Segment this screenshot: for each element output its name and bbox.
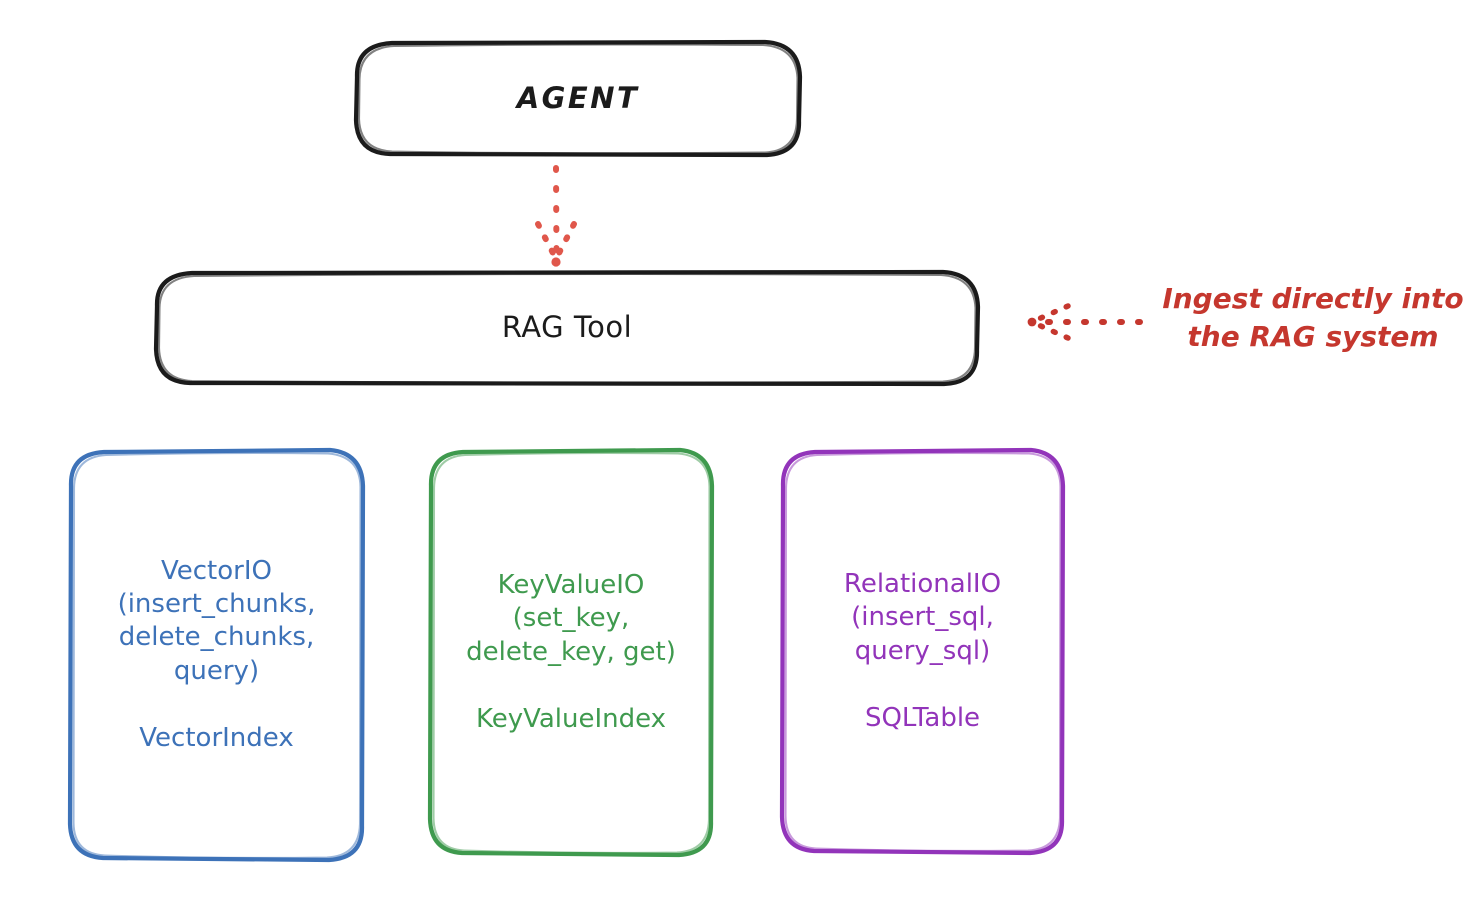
relational-io-box[interactable] bbox=[779, 447, 1066, 856]
ingest-connector bbox=[1027, 303, 1143, 341]
rag-tool-box[interactable] bbox=[153, 269, 981, 387]
vector-io-box[interactable] bbox=[67, 447, 366, 863]
agent-box[interactable] bbox=[353, 39, 803, 158]
key-value-io-box[interactable] bbox=[427, 447, 715, 858]
agent-to-rag-connector bbox=[535, 165, 577, 267]
ingest-annotation-text: Ingest directly into the RAG system bbox=[1162, 282, 1464, 353]
